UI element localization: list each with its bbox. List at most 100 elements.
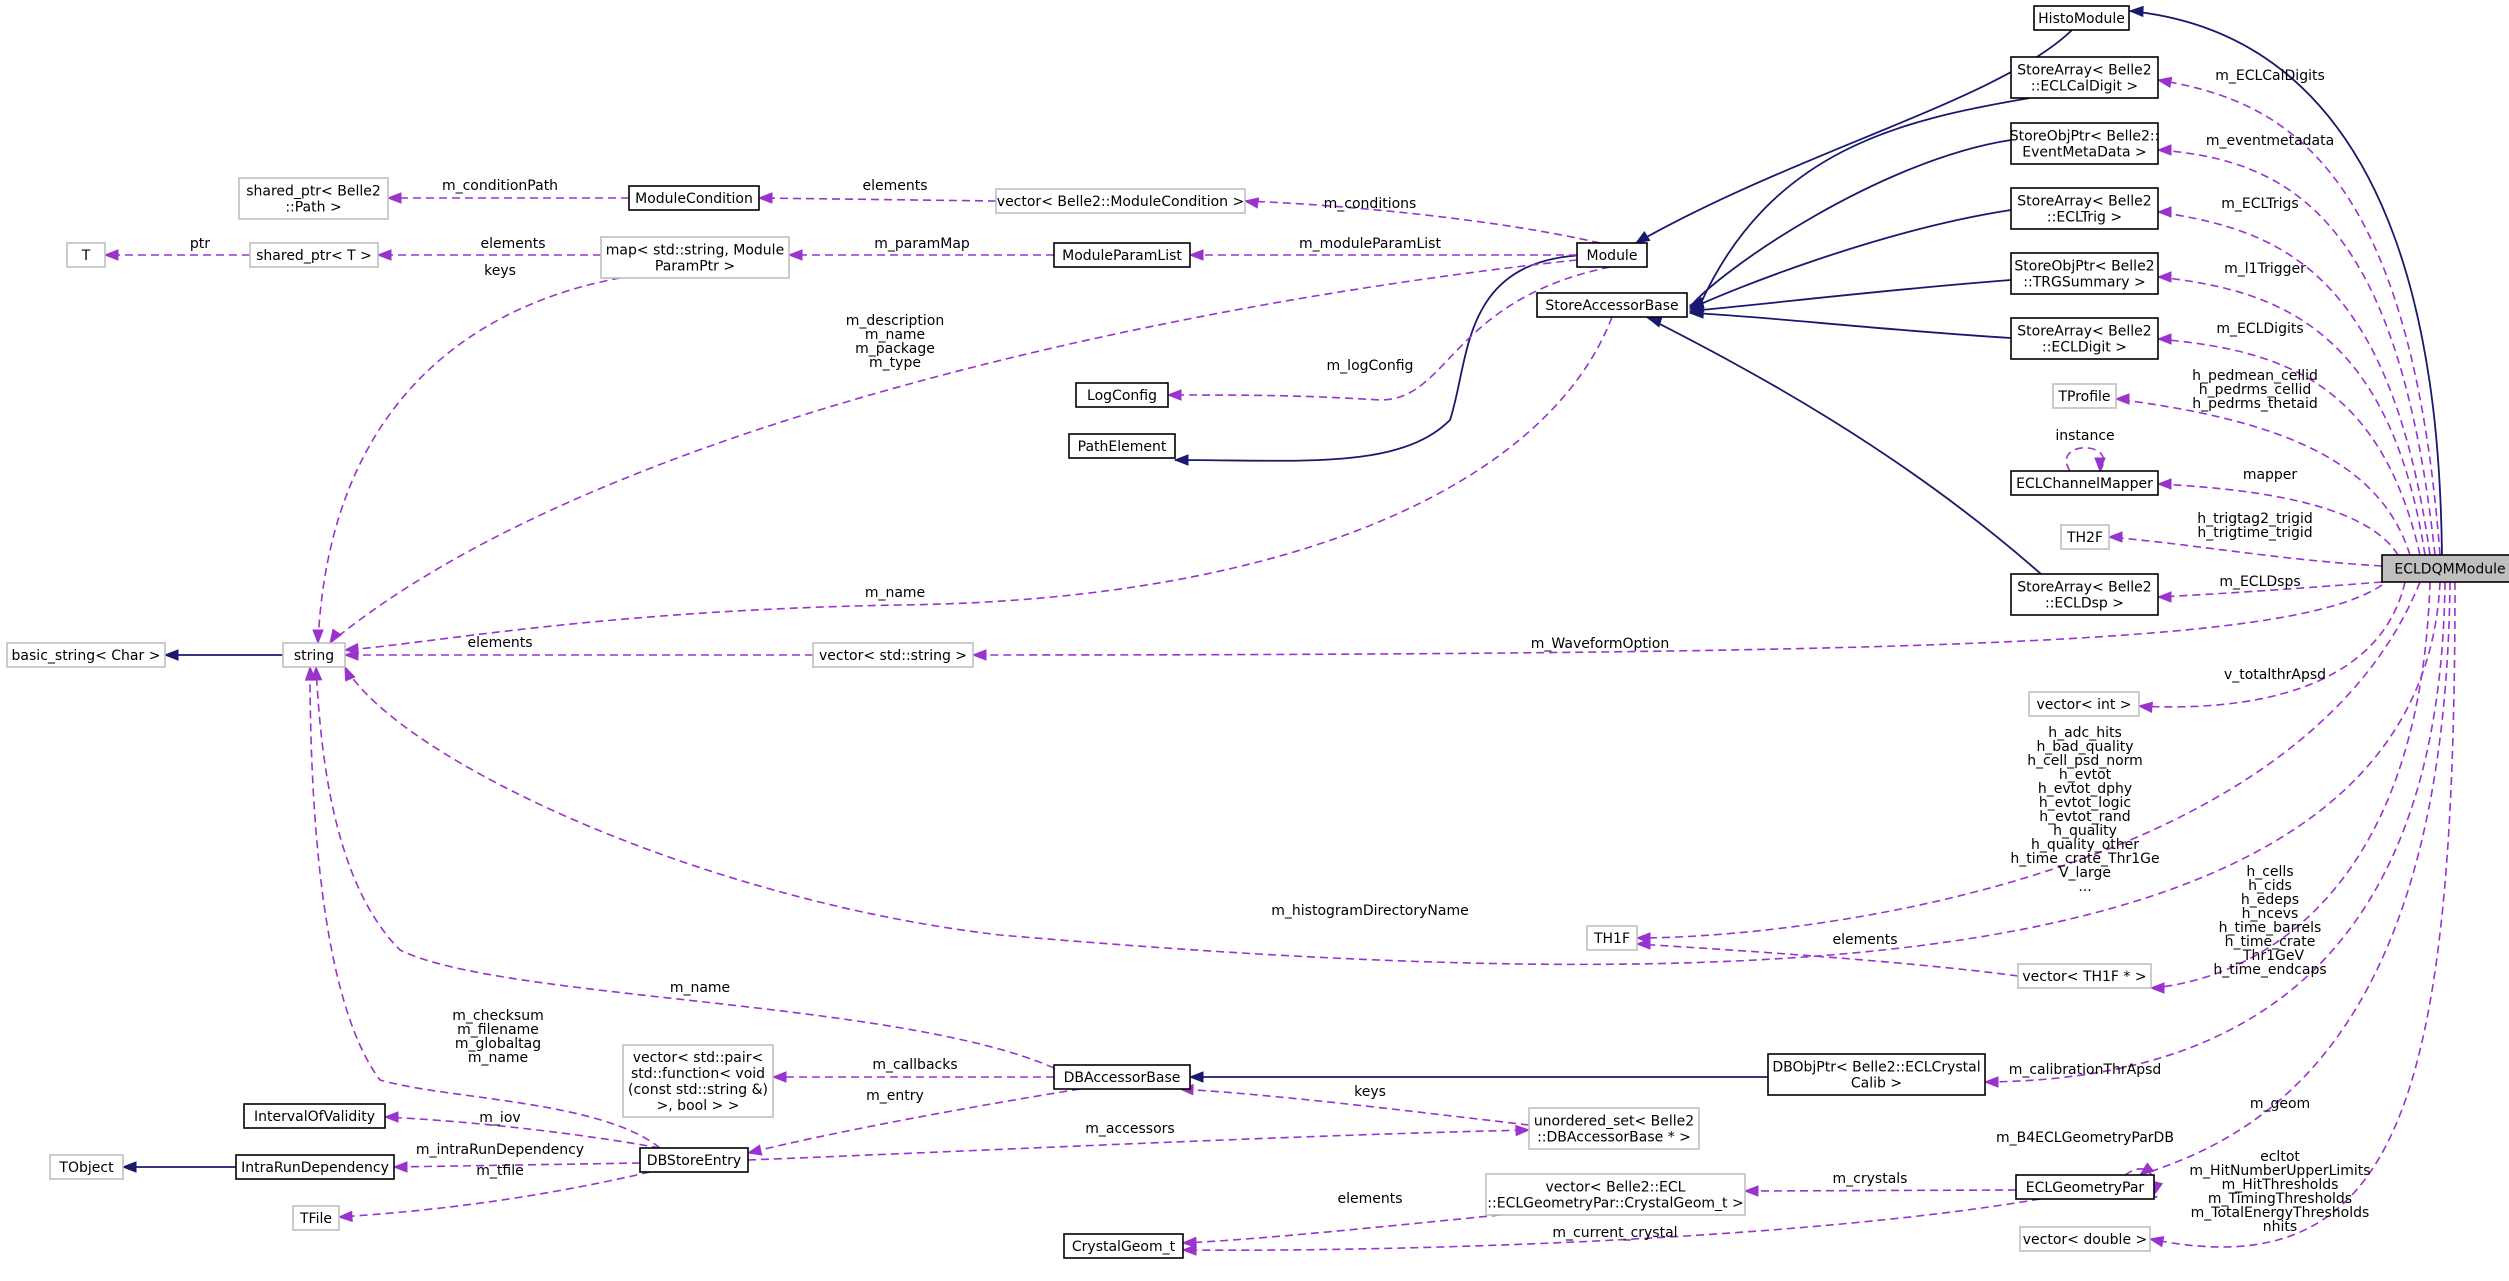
edge-m-l1Trigger xyxy=(2157,276,2426,556)
node-ecldqm[interactable]: ECLDQMModule xyxy=(2381,554,2509,583)
node-label: ::ECLTrig > xyxy=(2047,210,2122,226)
node-box xyxy=(238,177,389,220)
node-label: ::ECLDigit > xyxy=(2042,340,2127,356)
diagram-edges xyxy=(103,5,2456,1256)
edge-label-m-calibrationThrApsd: m_calibrationThrApsd xyxy=(2009,1062,2162,1078)
edge-label-keys-map: keys xyxy=(484,263,516,279)
node-box xyxy=(292,1205,340,1231)
node-modulecondition[interactable]: ModuleCondition xyxy=(628,185,760,211)
edge-m-crystals xyxy=(1744,1189,2017,1192)
node-box xyxy=(243,1103,386,1129)
edge-label-m-tfile: m_tfile xyxy=(476,1163,523,1179)
node-sa-ecl-trig[interactable]: StoreArray< Belle2::ECLTrig > xyxy=(2010,187,2159,230)
edge-label-m-histogramDirectoryName: m_histogramDirectoryName xyxy=(1271,903,1468,919)
node-box xyxy=(628,185,760,211)
node-box xyxy=(1528,1107,1700,1150)
node-basic-string: basic_string< Char > xyxy=(6,642,166,668)
edge-label-line: m_ECLCalDigits xyxy=(2215,68,2325,84)
node-intervalofvalidity[interactable]: IntervalOfValidity xyxy=(243,1103,386,1129)
node-label: vector< std::string > xyxy=(819,648,967,664)
node-dbaccessorbase[interactable]: DBAccessorBase xyxy=(1053,1064,1191,1090)
node-storeaccessorbase[interactable]: StoreAccessorBase xyxy=(1536,292,1688,318)
edge-label-line: h_cids xyxy=(2248,878,2292,894)
edge-label-th1f-members: h_adc_hitsh_bad_qualityh_cell_psd_normh_… xyxy=(2010,725,2159,895)
node-label: StoreArray< Belle2 xyxy=(2017,63,2151,79)
edge-label-line: m_type xyxy=(869,355,921,371)
edge-label-shared-elements: elements xyxy=(480,236,545,252)
node-label: ECLDQMModule xyxy=(2394,562,2505,578)
node-histomodule[interactable]: HistoModule xyxy=(2033,5,2130,31)
edge-label-line: m_filename xyxy=(457,1022,539,1038)
edge-label-line: mapper xyxy=(2243,467,2298,483)
edge-label-ptr: ptr xyxy=(190,236,210,252)
node-pathelement[interactable]: PathElement xyxy=(1068,433,1176,459)
edge-label-line: m_HitThresholds xyxy=(2222,1177,2339,1193)
node-label: EventMetaData > xyxy=(2022,145,2146,161)
node-crystalgeom[interactable]: CrystalGeom_t xyxy=(1063,1233,1184,1259)
edge-label-line: h_evtot_logic xyxy=(2039,795,2131,811)
edge-m-ECLTrigs xyxy=(2157,211,2431,556)
edge-label-line: m_intraRunDependency xyxy=(416,1142,584,1158)
edge-label-line: h_evtot_rand xyxy=(2039,809,2130,825)
edge-m-l1Trigger-arrowhead xyxy=(2156,271,2172,283)
edge-label-m-ECLTrigs: m_ECLTrigs xyxy=(2221,196,2298,212)
edge-label-line: h_trigtime_trigid xyxy=(2197,525,2312,541)
edge-m-paramMap-arrowhead xyxy=(787,249,803,261)
node-label: ParamPtr > xyxy=(655,259,735,275)
edge-crystal-elements-arrowhead xyxy=(1181,1236,1197,1249)
edge-m-entry xyxy=(747,1088,1081,1154)
edge-label-m-logConfig: m_logConfig xyxy=(1327,358,1414,374)
edge-shared-elements-arrowhead xyxy=(376,249,392,261)
node-sa-ecl-dsp[interactable]: StoreArray< Belle2::ECLDsp > xyxy=(2010,573,2159,616)
edge-label-line: h_time_barrels xyxy=(2219,920,2322,936)
node-box xyxy=(6,642,166,668)
node-box xyxy=(2010,56,2159,99)
node-sa-ecl-cal-digit[interactable]: StoreArray< Belle2::ECLCalDigit > xyxy=(2010,56,2159,99)
node-sop-event-meta[interactable]: StoreObjPtr< Belle2::EventMetaData > xyxy=(2010,122,2160,165)
edge-label-line: instance xyxy=(2055,428,2114,444)
node-dbstoreentry[interactable]: DBStoreEntry xyxy=(639,1147,749,1173)
edge-mapper xyxy=(2157,483,2399,556)
node-box xyxy=(812,642,974,668)
node-eclgeometrypar[interactable]: ECLGeometryPar xyxy=(2015,1174,2155,1200)
node-box xyxy=(600,236,790,279)
edge-m-intraRunDependency-arrowhead xyxy=(392,1161,408,1173)
edge-label-line: h_quality xyxy=(2053,823,2117,839)
node-label: basic_string< Char > xyxy=(12,648,161,664)
node-box xyxy=(1485,1173,1746,1216)
edge-label-line: m_crystals xyxy=(1833,1171,1908,1187)
edge-modcond-elements xyxy=(758,197,997,202)
node-moduleparamlist[interactable]: ModuleParamList xyxy=(1053,242,1191,268)
node-label: vector< TH1F * > xyxy=(2022,969,2146,985)
node-module[interactable]: Module xyxy=(1576,242,1648,268)
edge-label-line: h_cell_psd_norm xyxy=(2027,753,2143,769)
edge-label-line: keys xyxy=(484,263,516,279)
edge-label-line: m_conditionPath xyxy=(442,178,558,194)
node-box xyxy=(2017,963,2152,989)
node-label: Module xyxy=(1587,248,1638,264)
edge-m-intraRunDependency xyxy=(393,1162,641,1168)
node-logconfig[interactable]: LogConfig xyxy=(1075,382,1169,408)
edge-vector-th1f-arrowhead xyxy=(2149,982,2165,994)
edge-label-line: m_moduleParamList xyxy=(1299,236,1441,252)
edge-label-line: m_iov xyxy=(479,1110,520,1126)
node-vector-crystalgeom: vector< Belle2::ECL::ECLGeometryPar::Cry… xyxy=(1485,1173,1746,1216)
edge-dbaccessorbase-arrowhead xyxy=(1188,1071,1204,1083)
node-intrarundependency[interactable]: IntraRunDependency xyxy=(235,1154,395,1180)
edge-label-line: nhits xyxy=(2263,1219,2297,1235)
node-label: (const std::string &) xyxy=(628,1082,768,1098)
node-label: IntervalOfValidity xyxy=(254,1109,375,1125)
node-eclchannelmapper[interactable]: ECLChannelMapper xyxy=(2010,470,2159,496)
node-sop-trg-summary[interactable]: StoreObjPtr< Belle2::TRGSummary > xyxy=(2010,252,2159,295)
edge-label-m-B4ECLGeometryParDB: m_B4ECLGeometryParDB xyxy=(1996,1130,2174,1146)
node-vector-th1f: vector< TH1F * > xyxy=(2017,963,2152,989)
node-tfile: TFile xyxy=(292,1205,340,1231)
node-sa-ecl-digit[interactable]: StoreArray< Belle2::ECLDigit > xyxy=(2010,317,2159,360)
node-label: StoreAccessorBase xyxy=(1545,298,1678,314)
node-label: >, bool > > xyxy=(657,1098,740,1114)
edge-label-line: h_bad_quality xyxy=(2036,739,2133,755)
edge-module-pathelement xyxy=(1174,254,1586,462)
edge-label-m-l1Trigger: m_l1Trigger xyxy=(2224,261,2306,277)
